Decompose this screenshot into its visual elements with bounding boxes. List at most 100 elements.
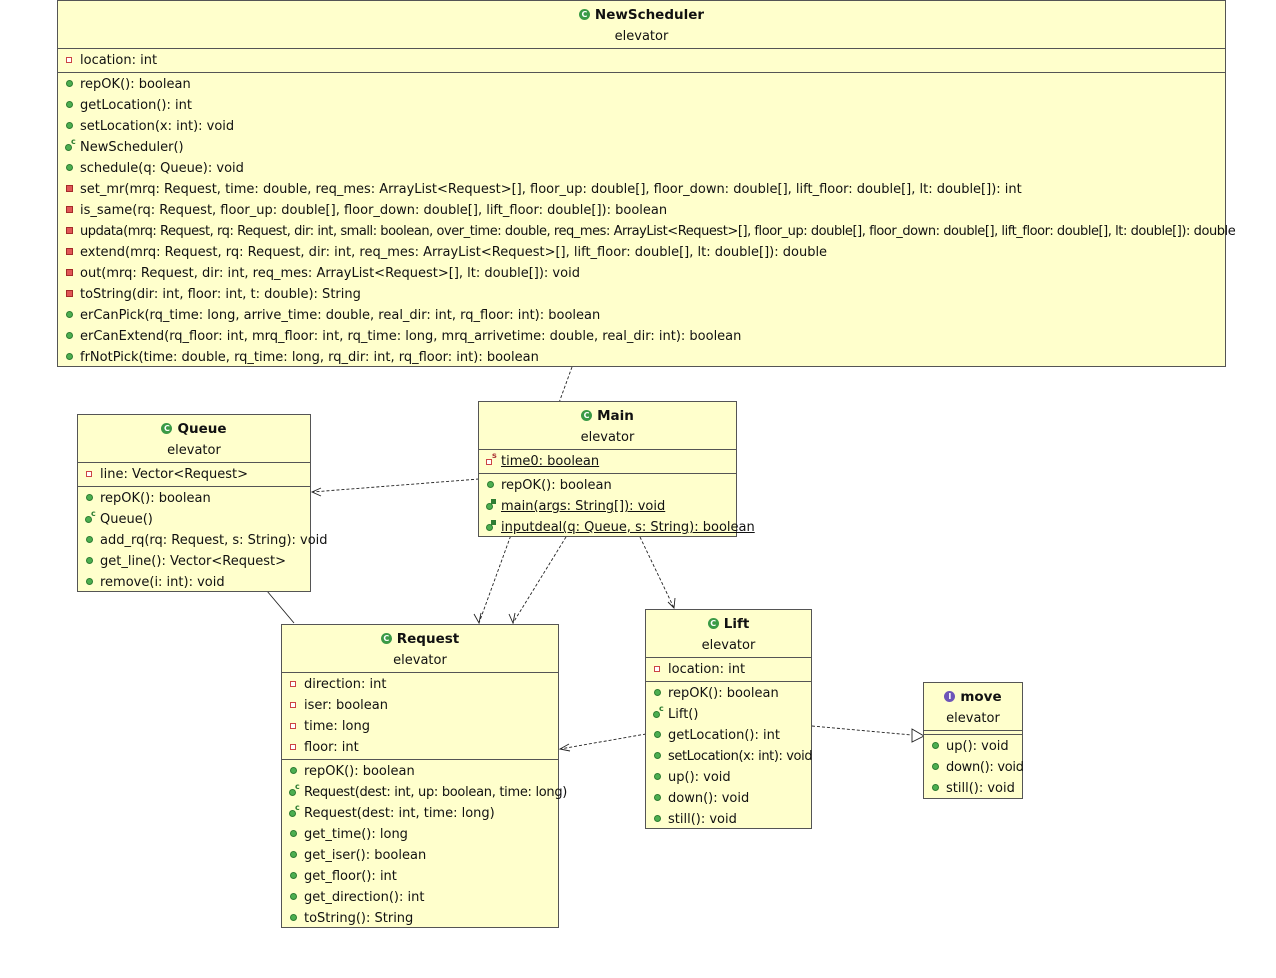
assoc-queue-request (266, 590, 295, 624)
method-row[interactable]: Queue() (78, 509, 310, 530)
class-package: elevator (580, 430, 635, 445)
constructor-icon (64, 137, 78, 154)
method-row[interactable]: down(): void (646, 788, 811, 809)
public-method-icon (64, 119, 78, 133)
constructor-icon (652, 704, 666, 721)
field-row[interactable]: iser: boolean (282, 695, 558, 716)
dep-main-lift (639, 536, 675, 609)
method-row[interactable]: remove(i: int): void (78, 572, 310, 593)
fields-section (924, 731, 1022, 735)
private-field-icon (288, 698, 302, 712)
field-row[interactable]: location: int (58, 50, 1225, 71)
public-method-icon (84, 491, 98, 505)
field-row[interactable]: direction: int (282, 674, 558, 695)
private-method-icon (64, 245, 78, 259)
method-row[interactable]: out(mrq: Request, dir: int, req_mes: Arr… (58, 263, 1225, 284)
arrowhead (508, 612, 516, 625)
class-package: elevator (614, 29, 669, 44)
public-method-icon (652, 770, 666, 784)
constructor-icon (288, 803, 302, 820)
field-row[interactable]: time0: boolean (479, 451, 736, 472)
method-row[interactable]: get_line(): Vector<Request> (78, 551, 310, 572)
method-row[interactable]: NewScheduler() (58, 137, 1225, 158)
methods-section: repOK(): boolean main(args: String[]): v… (479, 474, 755, 539)
method-row[interactable]: schedule(q: Queue): void (58, 158, 1225, 179)
fields-section: time0: boolean (479, 450, 736, 474)
method-row[interactable]: setLocation(x: int): void (646, 746, 813, 767)
private-field-icon (652, 662, 666, 676)
method-row[interactable]: updata(mrq: Request, rq: Request, dir: i… (58, 221, 1236, 242)
method-row[interactable]: erCanExtend(rq_floor: int, mrq_floor: in… (58, 326, 1225, 347)
private-field-icon (288, 719, 302, 733)
method-row[interactable]: still(): void (646, 809, 811, 830)
private-field-icon (288, 740, 302, 754)
method-row[interactable]: setLocation(x: int): void (58, 116, 1225, 137)
method-row[interactable]: repOK(): boolean (58, 74, 1225, 95)
method-row[interactable]: toString(dir: int, floor: int, t: double… (58, 284, 1225, 305)
method-row[interactable]: inputdeal(q: Queue, s: String): boolean (479, 517, 755, 538)
fields-section: line: Vector<Request> (78, 463, 310, 487)
method-row[interactable]: repOK(): boolean (78, 488, 310, 509)
field-row[interactable]: floor: int (282, 737, 558, 758)
method-row[interactable]: Request(dest: int, time: long) (282, 803, 558, 824)
public-method-icon (288, 848, 302, 862)
method-row[interactable]: add_rq(rq: Request, s: String): void (78, 530, 328, 551)
method-row[interactable]: get_direction(): int (282, 887, 558, 908)
method-row[interactable]: frNotPick(time: double, rq_time: long, r… (58, 347, 1225, 368)
class-package: elevator (701, 638, 756, 653)
methods-section: repOK(): boolean getLocation(): int setL… (58, 73, 1236, 369)
field-row[interactable]: time: long (282, 716, 558, 737)
arrowhead (473, 612, 482, 625)
method-row[interactable]: repOK(): boolean (282, 761, 558, 782)
public-method-icon (84, 533, 98, 547)
field-row[interactable]: line: Vector<Request> (78, 464, 310, 485)
method-row[interactable]: repOK(): boolean (479, 475, 736, 496)
class-c-icon: C (161, 422, 173, 434)
arrowhead (310, 487, 322, 497)
field-row[interactable]: location: int (646, 659, 811, 680)
method-row[interactable]: down(): void (924, 757, 1024, 778)
method-row[interactable]: getLocation(): int (58, 95, 1225, 116)
method-row[interactable]: set_mr(mrq: Request, time: double, req_m… (58, 179, 1225, 200)
method-row[interactable]: up(): void (924, 736, 1022, 757)
public-method-icon (84, 575, 98, 589)
method-row[interactable]: main(args: String[]): void (479, 496, 736, 517)
method-row[interactable]: is_same(rq: Request, floor_up: double[],… (58, 200, 1225, 221)
static-field-icon (485, 451, 499, 468)
private-method-icon (64, 266, 78, 280)
method-row[interactable]: get_time(): long (282, 824, 558, 845)
public-method-icon (652, 728, 666, 742)
method-row[interactable]: toString(): String (282, 908, 558, 929)
dep-lift-request (559, 733, 647, 750)
class-package: elevator (167, 443, 221, 458)
constructor-icon (84, 509, 98, 526)
public-method-icon (652, 749, 666, 763)
method-row[interactable]: get_floor(): int (282, 866, 558, 887)
method-row[interactable]: Lift() (646, 704, 811, 725)
public-method-icon (652, 812, 666, 826)
method-row[interactable]: repOK(): boolean (646, 683, 811, 704)
method-row[interactable]: erCanPick(rq_time: long, arrive_time: do… (58, 305, 1225, 326)
class-package: elevator (946, 711, 1000, 726)
public-method-icon (930, 739, 944, 753)
interface-i-icon: I (944, 690, 956, 702)
method-row[interactable]: get_iser(): boolean (282, 845, 558, 866)
fields-section: location: int (58, 49, 1225, 73)
method-row[interactable]: getLocation(): int (646, 725, 811, 746)
private-field-icon (288, 677, 302, 691)
method-row[interactable]: extend(mrq: Request, rq: Request, dir: i… (58, 242, 1225, 263)
method-row[interactable]: up(): void (646, 767, 811, 788)
public-method-icon (652, 791, 666, 805)
method-row[interactable]: Request(dest: int, up: boolean, time: lo… (282, 782, 567, 803)
method-row[interactable]: still(): void (924, 778, 1022, 799)
